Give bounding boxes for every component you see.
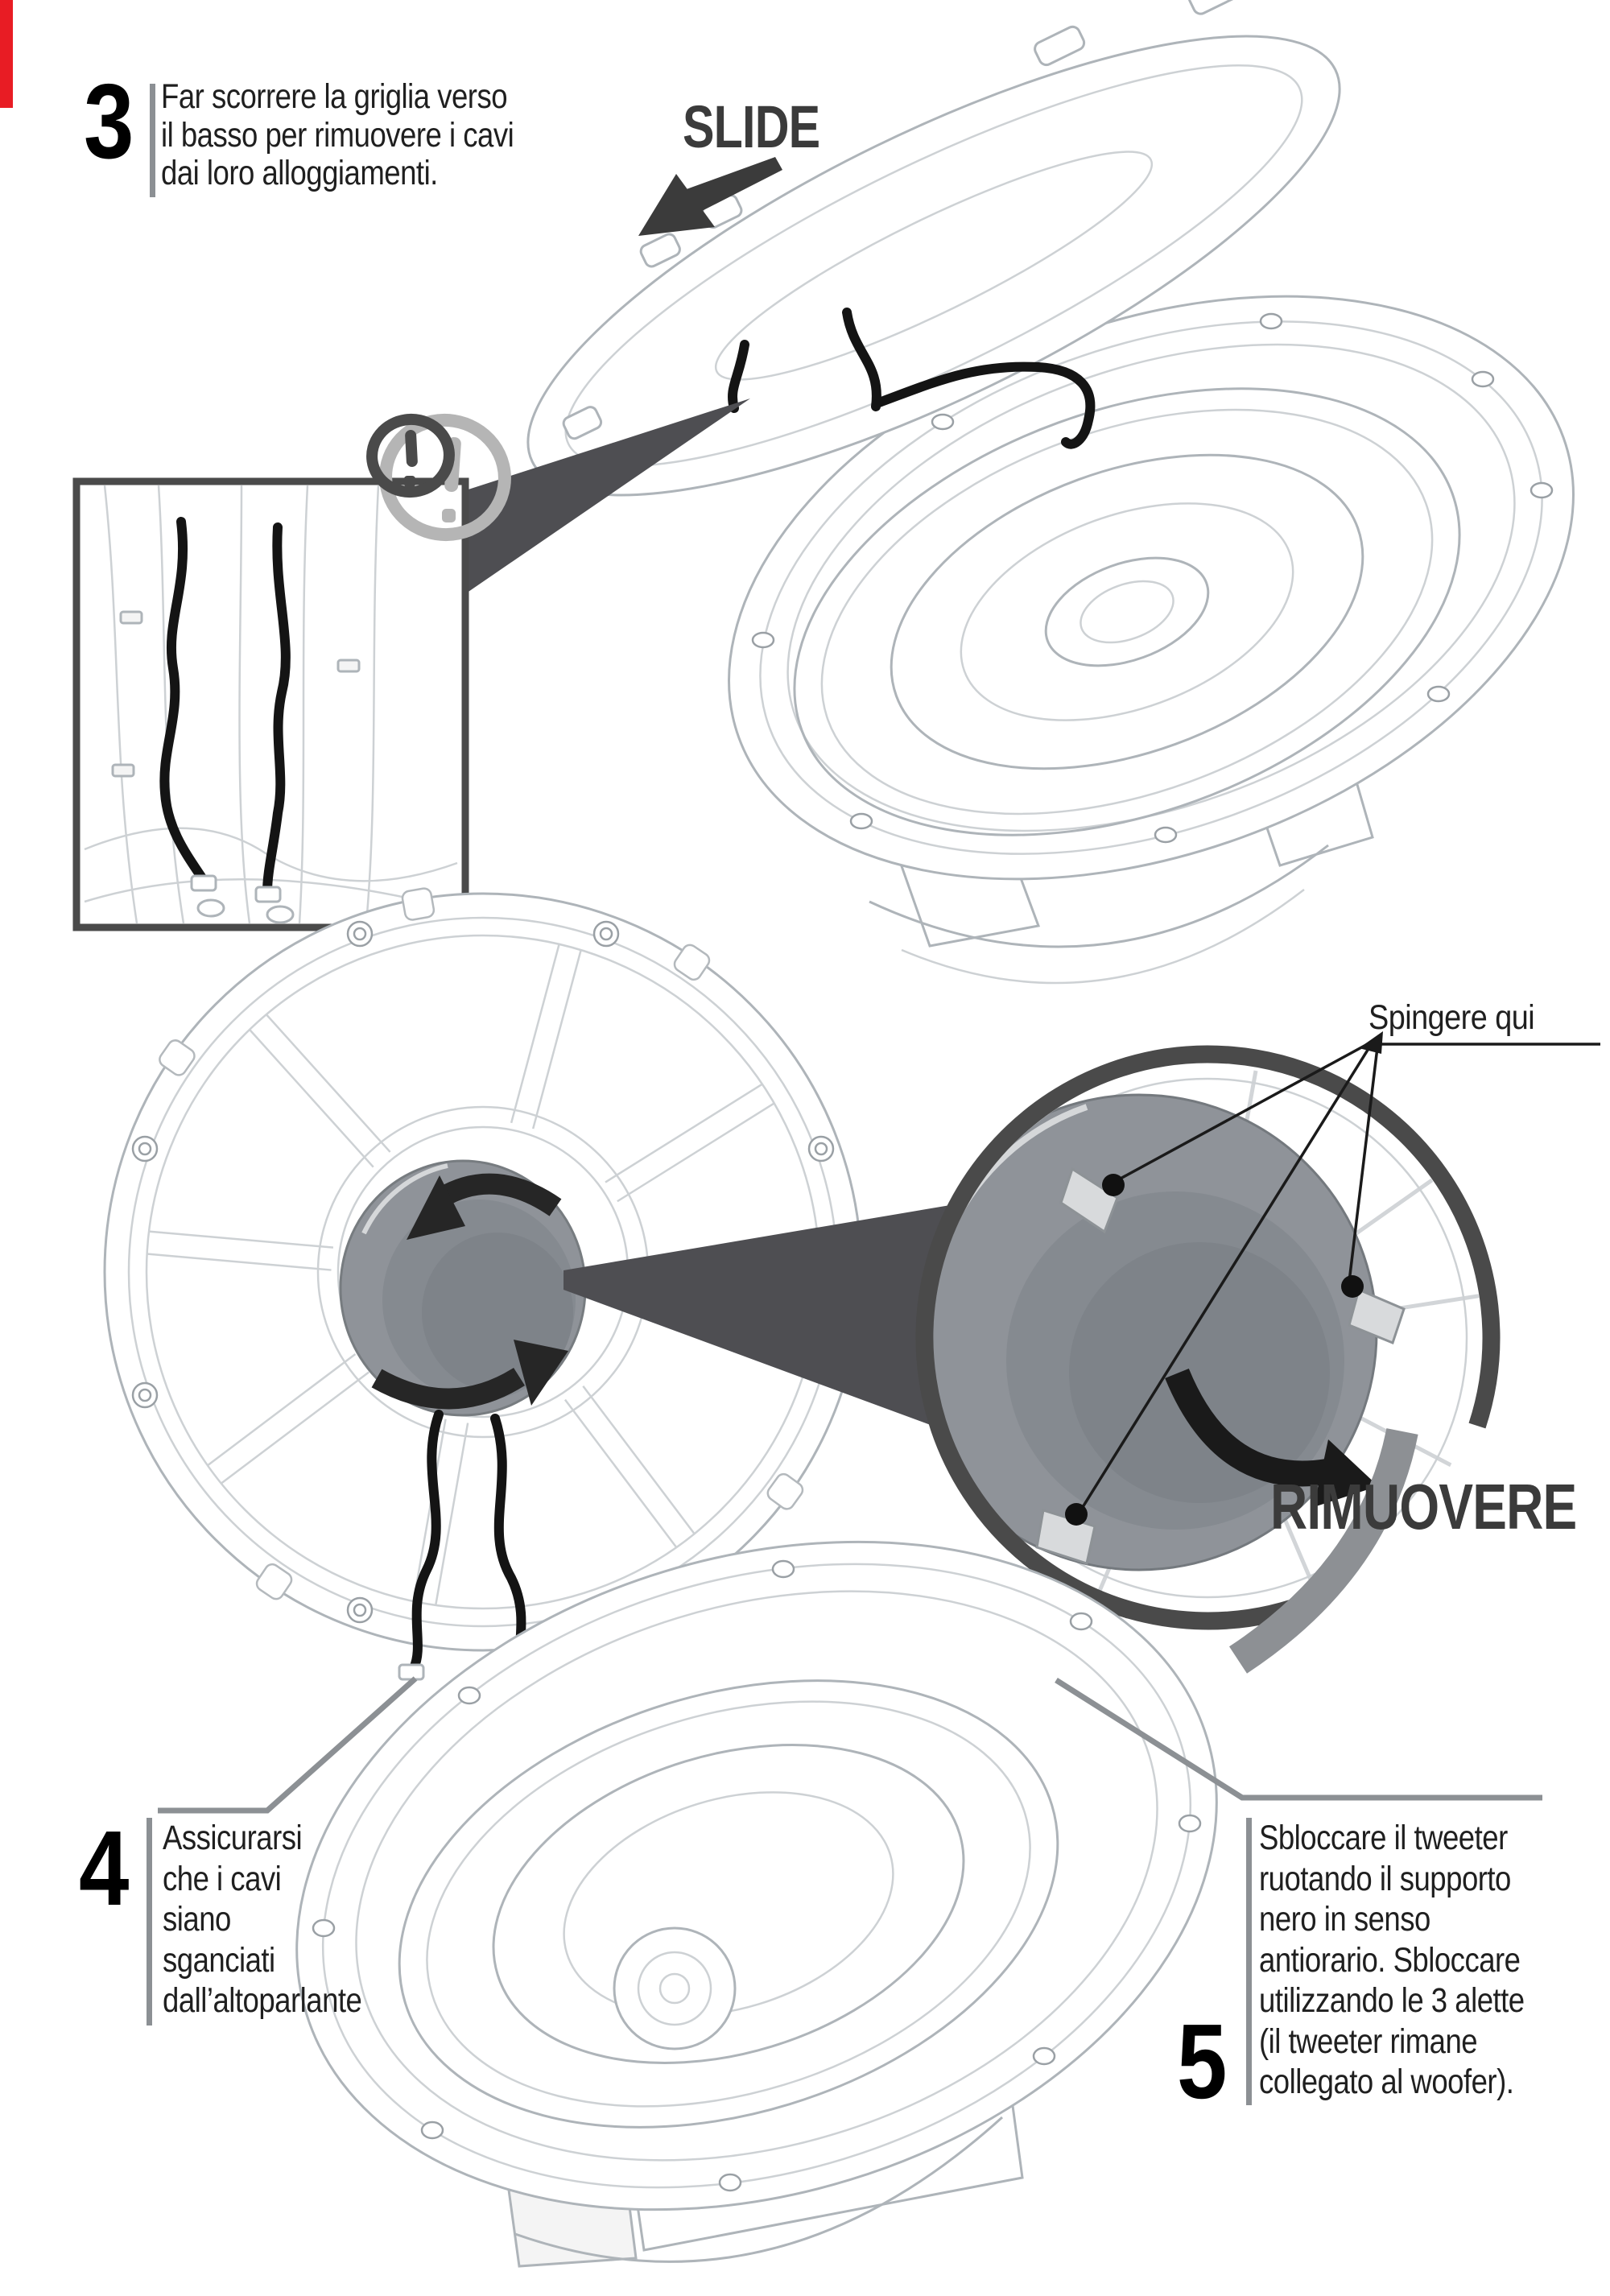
spingere-arrow-tip: [1359, 1031, 1383, 1054]
step4-line: dall’altoparlante: [163, 1981, 362, 2020]
inset-callout-wedge: [451, 398, 750, 604]
tweeter-mount-zoom-figure: [915, 1031, 1600, 1674]
step5-line: Sbloccare il tweeter: [1259, 1819, 1508, 1857]
top-grille-figure: [526, 0, 1341, 497]
step4-line: siano: [163, 1900, 231, 1939]
step5-line: ruotando il supporto: [1259, 1859, 1511, 1898]
step4-line: che i cavi: [163, 1859, 282, 1898]
step3-text: Far scorrere la griglia verso il basso p…: [161, 77, 514, 193]
step5-leader-line: [1055, 1678, 1542, 1801]
step5-line: nero in senso: [1259, 1900, 1430, 1939]
step3-line: il basso per rimuovere i cavi: [161, 115, 514, 155]
step4-text: Assicurarsi che i cavi siano sganciati d…: [163, 1818, 362, 2021]
step3-rule: [150, 84, 155, 197]
slide-label: SLIDE: [683, 93, 820, 160]
warning-icon: [366, 413, 511, 542]
zoom-callout-wedge: [564, 1201, 974, 1441]
wire-detail-inset-box: [72, 477, 469, 931]
step5-line: utilizzando le 3 alette: [1259, 1981, 1525, 2020]
step3-line: dai loro alloggiamenti.: [161, 154, 438, 192]
step5-text: Sbloccare il tweeter ruotando il support…: [1259, 1818, 1525, 2103]
step4-number: 4: [79, 1809, 129, 1927]
rimuovere-label: RIMUOVERE: [1270, 1471, 1577, 1542]
step4-line: Assicurarsi: [163, 1819, 303, 1857]
slide-arrow-icon: [638, 157, 782, 236]
spingere-qui-label: Spingere qui: [1368, 998, 1535, 1037]
page-edge-accent-bar: [0, 0, 13, 108]
step5-line: collegato al woofer).: [1259, 2063, 1514, 2101]
spingere-leader-lines: [1081, 1039, 1600, 1508]
rotate-cw-arrow-icon: [1165, 1368, 1378, 1507]
step5-line: antiorario. Sbloccare: [1259, 1940, 1521, 1980]
bottom-speaker-figure: [295, 1540, 1218, 2268]
step4-line: sganciati: [163, 1940, 275, 1980]
step5-rule: [1246, 1818, 1252, 2105]
rotate-ccw-arrow-icon: [371, 1173, 568, 1410]
step3-number: 3: [84, 62, 134, 180]
step4-rule: [147, 1818, 152, 2026]
step5-number: 5: [1177, 2002, 1227, 2120]
step5-line: (il tweeter rimane: [1259, 2021, 1478, 2061]
step3-line: Far scorrere la griglia verso: [161, 77, 508, 116]
step4-leader-line: [158, 1676, 418, 1814]
